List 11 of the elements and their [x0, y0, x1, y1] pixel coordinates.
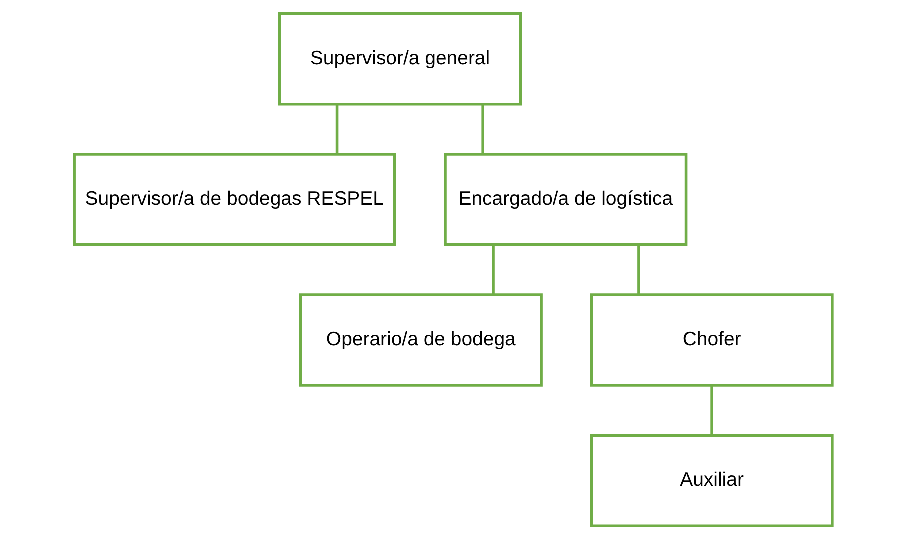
node-box: Supervisor/a de bodegas RESPEL	[73, 153, 396, 246]
node-box: Encargado/a de logística	[444, 153, 688, 246]
connector	[492, 244, 495, 295]
connector	[482, 104, 484, 154]
connector	[638, 244, 640, 295]
node-box: Operario/a de bodega	[299, 294, 543, 387]
node-box: Auxiliar	[590, 434, 834, 528]
node-box: Supervisor/a general	[278, 12, 522, 106]
connector	[710, 386, 714, 436]
connector	[336, 104, 339, 154]
node-box: Chofer	[590, 294, 834, 387]
